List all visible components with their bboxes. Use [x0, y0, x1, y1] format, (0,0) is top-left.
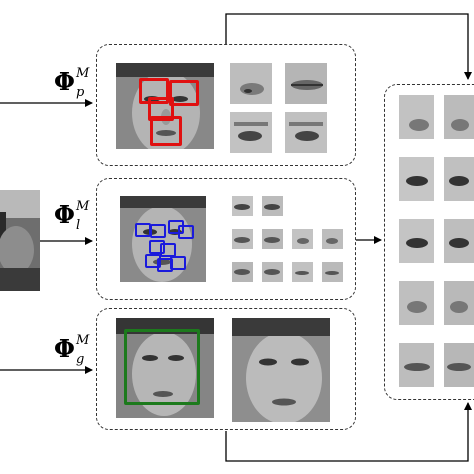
merged-patch-mouth-1 — [399, 343, 434, 387]
phi-g-symbol: Φ — [54, 334, 75, 363]
part-box-right-eye — [169, 80, 199, 106]
landmark-box-1 — [135, 223, 151, 237]
landmark-box-7 — [145, 254, 161, 268]
landmark-box-4 — [178, 225, 194, 239]
landmark-box-9 — [170, 256, 186, 270]
merged-patch-nose-4 — [444, 281, 474, 325]
landmark-patch-3 — [232, 229, 253, 249]
merged-patch-mouth-2 — [444, 343, 474, 387]
phi-l-symbol: Φ — [54, 200, 75, 229]
landmark-patch-8 — [262, 262, 283, 282]
merged-patch-nose-2 — [444, 95, 474, 139]
patch-eye-right — [285, 112, 327, 153]
merged-patch-eye-4 — [444, 219, 474, 263]
part-box-nose — [148, 97, 174, 121]
landmark-box-6 — [160, 243, 176, 257]
phi-g-superscript: M — [76, 333, 90, 348]
patch-mouth — [285, 63, 327, 104]
phi-p-subscript: p — [76, 85, 85, 100]
merged-patch-eye-1 — [399, 157, 434, 201]
landmark-patch-1 — [232, 196, 253, 216]
landmark-patch-4 — [262, 229, 283, 249]
phi-g-subscript: g — [76, 352, 85, 367]
face-image-part — [116, 63, 214, 149]
landmark-box-8 — [157, 258, 173, 272]
landmark-patch-10 — [322, 262, 343, 282]
patch-nose-left — [230, 63, 272, 104]
patch-eye-left — [230, 112, 272, 153]
panel-part-branch — [96, 44, 356, 166]
panel-merged-patches — [384, 84, 474, 400]
landmark-patch-5 — [292, 229, 313, 249]
arrow-g-to-merge — [225, 402, 472, 462]
merged-patch-eye-3 — [399, 219, 434, 263]
phi-l-subscript: l — [76, 218, 81, 233]
landmark-box-2 — [150, 224, 166, 238]
part-box-mouth — [150, 116, 182, 146]
landmark-box-5 — [149, 240, 165, 254]
landmark-box-3 — [168, 220, 184, 234]
phi-l-superscript: M — [76, 199, 90, 214]
merged-patch-eye-2 — [444, 157, 474, 201]
landmark-patch-7 — [232, 262, 253, 282]
global-face-box — [124, 329, 200, 405]
phi-p-superscript: M — [76, 66, 90, 81]
part-box-left-eye — [139, 78, 169, 104]
merged-patch-nose-1 — [399, 95, 434, 139]
phi-p-symbol: Φ — [54, 67, 75, 96]
landmark-patch-9 — [292, 262, 313, 282]
panel-global-branch — [96, 308, 356, 430]
landmark-patch-2 — [262, 196, 283, 216]
input-image — [0, 190, 40, 291]
aligned-face-image — [232, 318, 330, 422]
landmark-patch-6 — [322, 229, 343, 249]
arrow-p-to-merge — [225, 13, 472, 80]
merged-patch-nose-3 — [399, 281, 434, 325]
panel-landmark-branch — [96, 178, 356, 300]
